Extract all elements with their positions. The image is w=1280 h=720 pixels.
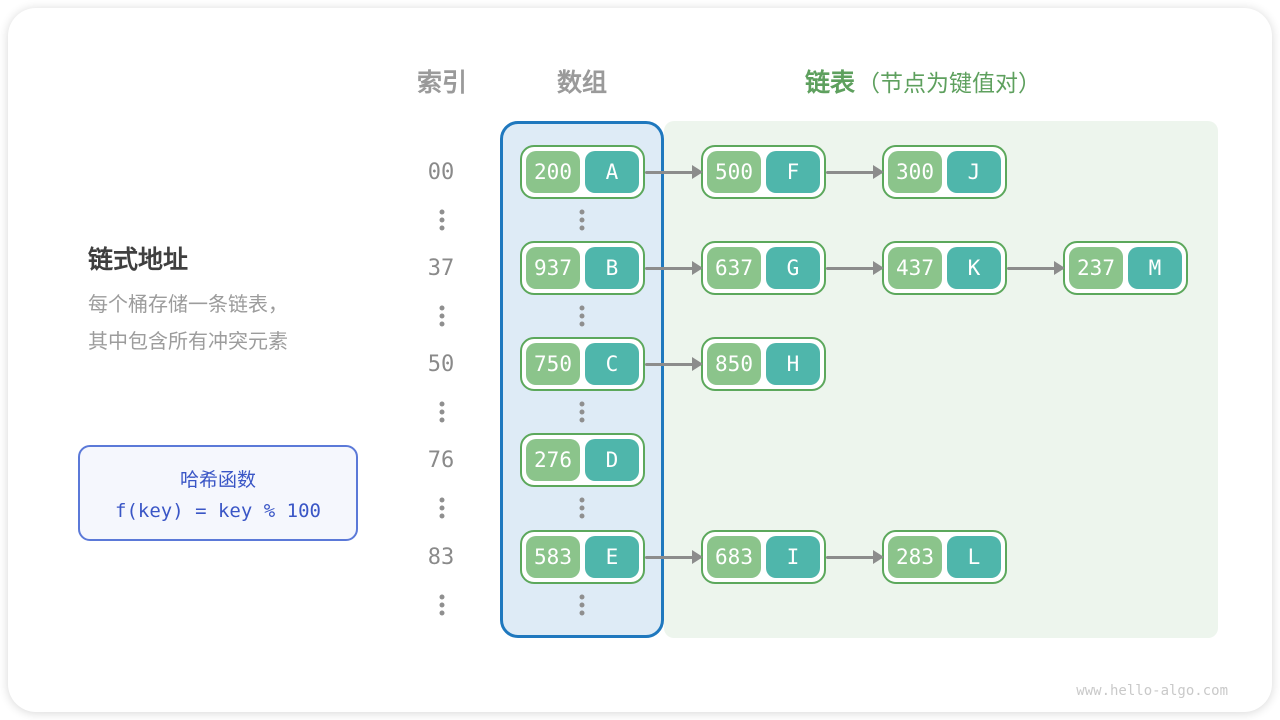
vertical-ellipsis-icon	[579, 401, 585, 423]
vertical-ellipsis-icon	[439, 209, 445, 231]
key-cell: 683	[707, 536, 761, 578]
watermark: www.hello-algo.com	[1076, 683, 1228, 699]
hash-function-formula: f(key) = key % 100	[115, 499, 321, 522]
key-cell: 850	[707, 343, 761, 385]
vertical-ellipsis-icon	[579, 594, 585, 616]
key-cell: 500	[707, 151, 761, 193]
arrow-right-icon	[645, 362, 701, 366]
value-cell: H	[766, 343, 820, 385]
index-label: 00	[427, 159, 455, 185]
section-title: 链式地址	[88, 246, 189, 274]
arrow-right-icon	[826, 170, 882, 174]
value-cell: B	[585, 247, 639, 289]
key-cell: 583	[526, 536, 580, 578]
column-header-array: 数组	[556, 69, 608, 97]
column-header-index: 索引	[416, 69, 468, 97]
vertical-ellipsis-icon	[439, 594, 445, 616]
key-cell: 437	[888, 247, 942, 289]
arrow-right-icon	[645, 555, 701, 559]
arrow-right-icon	[826, 555, 882, 559]
linked-list-note: （节点为键值对）	[857, 70, 1042, 96]
arrow-right-icon	[645, 170, 701, 174]
value-cell: L	[947, 536, 1001, 578]
value-cell: J	[947, 151, 1001, 193]
key-cell: 937	[526, 247, 580, 289]
hash-function-box: 哈希函数 f(key) = key % 100	[78, 445, 358, 541]
description-line-2: 其中包含所有冲突元素	[88, 331, 288, 353]
key-cell: 200	[526, 151, 580, 193]
arrow-right-icon	[1007, 266, 1063, 270]
section-description: 每个桶存储一条链表， 其中包含所有冲突元素	[88, 287, 288, 361]
value-cell: E	[585, 536, 639, 578]
key-cell: 637	[707, 247, 761, 289]
key-cell: 300	[888, 151, 942, 193]
index-label: 76	[427, 447, 455, 473]
index-label: 37	[427, 255, 455, 281]
vertical-ellipsis-icon	[579, 305, 585, 327]
hash-function-title: 哈希函数	[179, 469, 256, 491]
key-cell: 750	[526, 343, 580, 385]
arrow-right-icon	[645, 266, 701, 270]
value-cell: D	[585, 439, 639, 481]
vertical-ellipsis-icon	[579, 497, 585, 519]
value-cell: A	[585, 151, 639, 193]
description-line-1: 每个桶存储一条链表，	[88, 294, 288, 316]
vertical-ellipsis-icon	[579, 209, 585, 231]
value-cell: M	[1128, 247, 1182, 289]
vertical-ellipsis-icon	[439, 305, 445, 327]
key-cell: 276	[526, 439, 580, 481]
vertical-ellipsis-icon	[439, 497, 445, 519]
value-cell: K	[947, 247, 1001, 289]
index-label: 83	[427, 544, 455, 570]
value-cell: F	[766, 151, 820, 193]
linked-list-label: 链表	[805, 69, 856, 97]
value-cell: C	[585, 343, 639, 385]
index-label: 50	[427, 351, 455, 377]
value-cell: G	[766, 247, 820, 289]
value-cell: I	[766, 536, 820, 578]
key-cell: 237	[1069, 247, 1123, 289]
column-header-linked-list: 链表 （节点为键值对）	[805, 63, 1041, 99]
arrow-right-icon	[826, 266, 882, 270]
key-cell: 283	[888, 536, 942, 578]
vertical-ellipsis-icon	[439, 401, 445, 423]
